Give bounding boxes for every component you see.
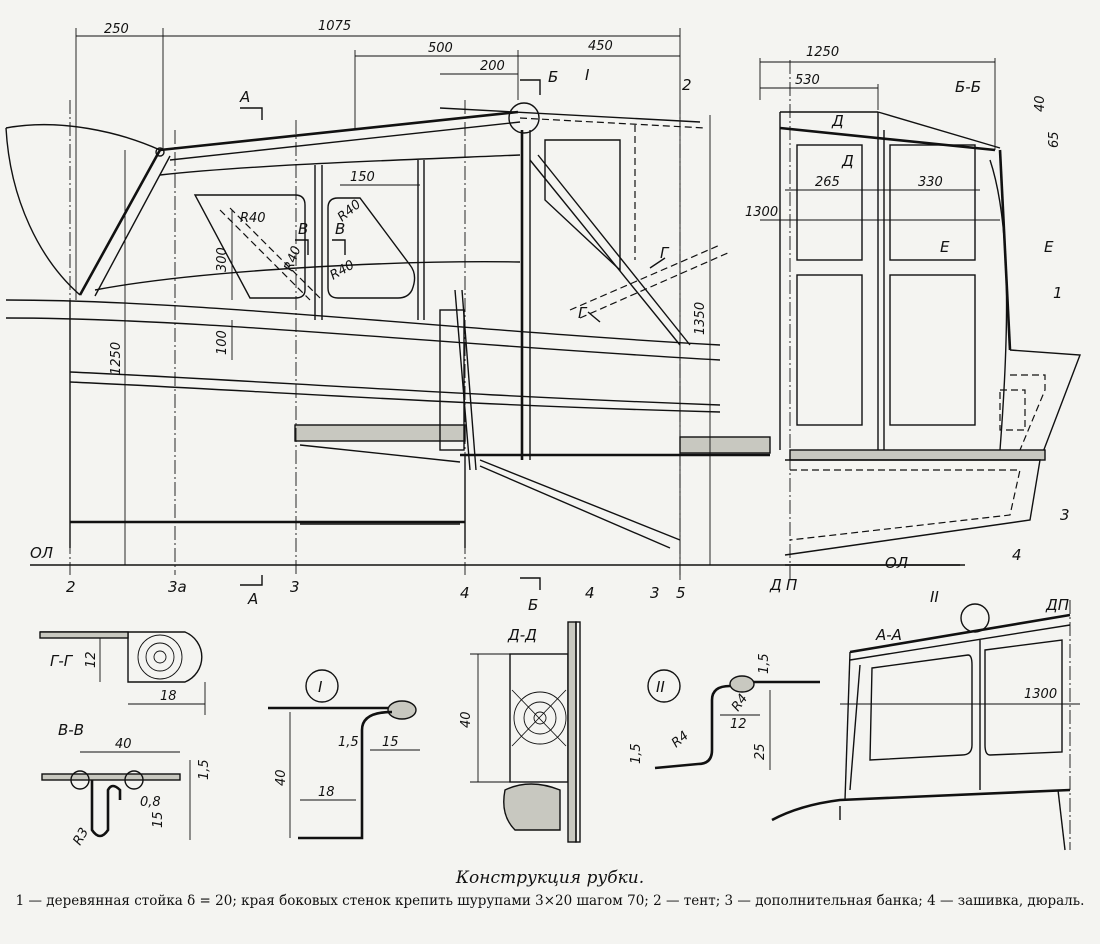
dim-40-bb: 40 xyxy=(1033,95,1048,112)
caption-title: Конструкция рубки. xyxy=(455,868,645,888)
part-4-bb: 4 xyxy=(1012,546,1022,564)
detail-ii-dim-r4-2: R4 xyxy=(669,728,692,751)
part-3-bb: 3 xyxy=(1060,506,1070,524)
detail-ii-dim-1-5-bottom: 1,5 xyxy=(629,743,644,764)
detail-i: I 1,5 15 40 18 xyxy=(268,669,420,840)
dim-1250: 1250 xyxy=(109,342,124,375)
detail-dd: Д-Д 40 xyxy=(459,621,581,843)
frame-p: П xyxy=(786,576,797,594)
dim-265: 265 xyxy=(815,175,840,190)
section-bb-view xyxy=(759,58,1081,580)
section-mark-e-2: Е xyxy=(1044,238,1054,256)
dim-250: 250 xyxy=(104,22,129,37)
frame-2: 2 xyxy=(66,578,76,596)
frame-5: 5 xyxy=(676,584,686,602)
detail-ii-dim-25: 25 xyxy=(753,743,768,760)
section-mark-g-1: Г xyxy=(660,244,670,262)
detail-ii-title: II xyxy=(656,678,665,696)
baseline-label: ОЛ xyxy=(30,544,53,562)
detail-dd-dim-40: 40 xyxy=(459,711,474,728)
dim-65-bb: 65 xyxy=(1047,131,1062,148)
part-4-side: 4 xyxy=(585,584,595,602)
section-mark-b-bottom: Б xyxy=(528,596,538,614)
detail-i-dim-15: 15 xyxy=(382,735,399,750)
detail-ii-dim-12: 12 xyxy=(730,717,747,732)
section-aa-marker-dp: ДП xyxy=(1045,596,1069,614)
dim-200: 200 xyxy=(480,59,505,74)
dim-530: 530 xyxy=(795,73,820,88)
side-view-labels: 250 1075 500 450 200 150 300 100 1250 13… xyxy=(30,19,797,614)
radius-r40-3: R40 xyxy=(328,258,358,284)
dim-150: 150 xyxy=(350,170,375,185)
detail-i-title: I xyxy=(318,678,323,696)
detail-gg-dim-18: 18 xyxy=(160,689,177,704)
frame-3a: 3а xyxy=(168,578,187,596)
part-3-side: 3 xyxy=(650,584,660,602)
frame-4: 4 xyxy=(460,584,470,602)
section-bb-title: Б-Б xyxy=(955,78,981,96)
radius-r40-4: R40 xyxy=(240,211,266,226)
dim-1075: 1075 xyxy=(318,19,351,34)
radius-r40-1: R40 xyxy=(282,244,305,273)
section-mark-a-bottom: А xyxy=(247,590,258,608)
section-mark-d-2: Д xyxy=(841,152,854,170)
section-mark-b-top: Б xyxy=(548,68,558,86)
section-aa-title: А-А xyxy=(875,626,902,644)
section-bb-labels: Б-Б 1250 530 265 330 1300 40 65 Д Д Е Е … xyxy=(745,45,1070,572)
detail-vv-dim-1-5: 1,5 xyxy=(197,759,212,780)
section-aa: А-А II ДП 1300 xyxy=(771,588,1080,851)
detail-vv: В-В 40 1,5 0,8 15 R3 xyxy=(41,721,212,848)
section-aa-callout-ii: II xyxy=(930,588,939,606)
frame-d: Д xyxy=(769,576,782,594)
dim-100: 100 xyxy=(215,330,230,355)
detail-i-dim-40: 40 xyxy=(274,769,289,786)
section-mark-v-1: В xyxy=(298,220,308,238)
detail-gg: Г-Г 12 18 xyxy=(39,631,206,715)
detail-gg-dim-12: 12 xyxy=(84,651,99,668)
section-mark-e-1: Е xyxy=(940,238,950,256)
section-mark-d-1: Д xyxy=(831,112,844,130)
section-aa-dim-1300: 1300 xyxy=(1024,687,1057,702)
dim-450: 450 xyxy=(588,39,613,54)
dim-500: 500 xyxy=(428,41,453,56)
detail-gg-title: Г-Г xyxy=(50,652,74,670)
detail-vv-dim-15: 15 xyxy=(151,811,166,828)
dim-1300-bb: 1300 xyxy=(745,205,778,220)
dim-330: 330 xyxy=(918,175,943,190)
section-mark-g-2: Г xyxy=(578,304,588,322)
side-view xyxy=(5,28,960,590)
detail-i-dim-1-5: 1,5 xyxy=(338,735,359,750)
detail-ii: II 1,5 12 R4 R4 25 1,5 xyxy=(629,653,820,770)
frame-3: 3 xyxy=(290,578,300,596)
dim-300: 300 xyxy=(215,247,230,272)
detail-vv-dim-r3: R3 xyxy=(70,826,92,848)
part-1: 1 xyxy=(1053,284,1063,302)
detail-dd-title: Д-Д xyxy=(507,626,537,644)
caption-legend: 1 — деревянная стойка δ = 20; края боков… xyxy=(15,893,1085,909)
detail-vv-dim-40: 40 xyxy=(115,737,132,752)
callout-i: I xyxy=(585,66,590,84)
dim-1350: 1350 xyxy=(693,302,708,335)
detail-i-dim-18: 18 xyxy=(318,785,335,800)
section-mark-a-top: А xyxy=(239,88,250,106)
section-mark-v-2: В xyxy=(335,220,345,238)
dim-1250-bb: 1250 xyxy=(806,45,839,60)
detail-ii-dim-r4-1: R4 xyxy=(729,692,751,715)
callout-2: 2 xyxy=(682,76,692,94)
detail-vv-title: В-В xyxy=(58,721,84,739)
detail-ii-dim-1-5-top: 1,5 xyxy=(757,653,772,674)
baseline-label-bb: ОЛ xyxy=(885,554,908,572)
detail-vv-dim-0-8: 0,8 xyxy=(140,795,161,810)
